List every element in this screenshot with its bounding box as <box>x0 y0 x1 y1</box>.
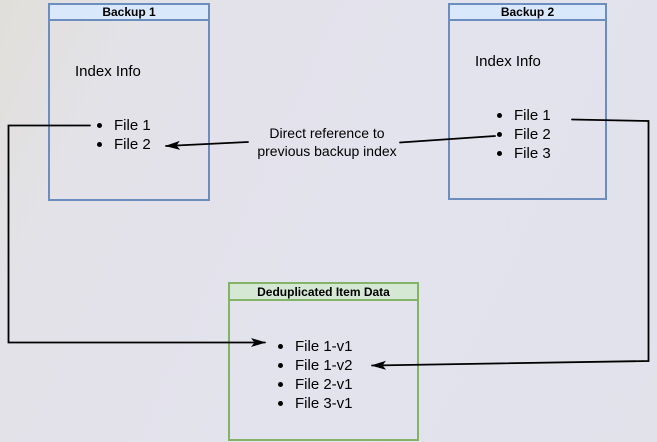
backup1-header: Backup 1 <box>50 5 208 21</box>
list-item: File 2-v1 <box>278 375 353 394</box>
list-item: File 2 <box>97 135 151 154</box>
backup1-file-list: File 1 File 2 <box>97 116 151 154</box>
backup2-header: Backup 2 <box>450 5 605 21</box>
file-label: File 1-v2 <box>295 357 353 374</box>
list-item: File 1 <box>97 116 151 135</box>
backup1-title: Backup 1 <box>102 5 156 19</box>
backup2-box: Backup 2 <box>448 3 607 200</box>
bullet-icon <box>278 363 283 368</box>
bullet-icon <box>497 132 502 137</box>
deduplicated-file-list: File 1-v1 File 1-v2 File 2-v1 File 3-v1 <box>278 337 353 413</box>
bullet-icon <box>97 142 102 147</box>
backup1-index-info-label: Index Info <box>75 63 141 80</box>
list-item: File 1 <box>497 106 551 125</box>
direct-reference-label-line1: Direct reference to <box>269 125 385 141</box>
deduplicated-header: Deduplicated Item Data <box>230 284 417 301</box>
list-item: File 3-v1 <box>278 394 353 413</box>
bullet-icon <box>278 401 283 406</box>
bullet-icon <box>278 382 283 387</box>
deduplicated-title: Deduplicated Item Data <box>257 284 390 299</box>
file-label: File 3 <box>514 145 551 162</box>
backup2-index-info-label: Index Info <box>475 53 541 70</box>
bullet-icon <box>497 113 502 118</box>
file-label: File 1 <box>514 107 551 124</box>
list-item: File 1-v2 <box>278 356 353 375</box>
file-label: File 2 <box>114 136 151 153</box>
file-label: File 1 <box>114 117 151 134</box>
backup2-title: Backup 2 <box>500 5 555 19</box>
bullet-icon <box>497 151 502 156</box>
backup1-box: Backup 1 <box>48 3 210 201</box>
bullet-icon <box>97 123 102 128</box>
deduplicated-item-data-box: Deduplicated Item Data <box>228 282 419 441</box>
direct-reference-label-line2: previous backup index <box>257 143 397 159</box>
file-label: File 1-v1 <box>295 338 353 355</box>
file-label: File 2-v1 <box>295 376 353 393</box>
file-label: File 3-v1 <box>295 395 353 412</box>
direct-reference-label: Direct reference to previous backup inde… <box>217 124 437 160</box>
list-item: File 3 <box>497 144 551 163</box>
bullet-icon <box>278 344 283 349</box>
list-item: File 2 <box>497 125 551 144</box>
list-item: File 1-v1 <box>278 337 353 356</box>
file-label: File 2 <box>514 126 551 143</box>
backup2-file-list: File 1 File 2 File 3 <box>497 106 551 163</box>
